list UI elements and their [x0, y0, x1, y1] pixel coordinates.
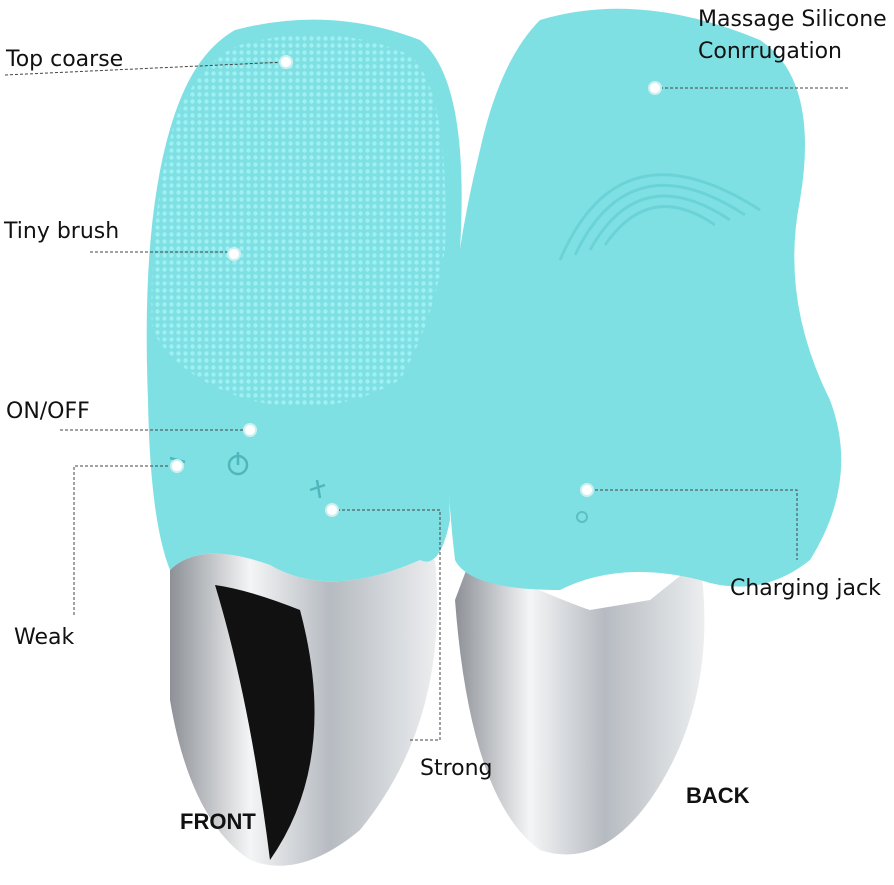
- label-on-off: ON/OFF: [6, 399, 90, 424]
- plus-icon: [309, 479, 326, 499]
- callout-dots: [170, 55, 662, 517]
- label-front: FRONT: [180, 809, 256, 834]
- label-charging-jack: Charging jack: [730, 576, 881, 601]
- label-tiny-brush: Tiny brush: [4, 219, 120, 244]
- leader-lines: [4, 61, 850, 741]
- label-top-coarse: Top coarse: [6, 47, 124, 72]
- back-device: [446, 8, 842, 855]
- front-device: [146, 19, 462, 866]
- label-massage-line2: Conrrugation: [698, 39, 842, 64]
- label-massage-line1: Massage Silicone: [698, 7, 887, 32]
- label-strong: Strong: [420, 756, 493, 781]
- label-back: BACK: [686, 783, 750, 808]
- charging-port-icon: [576, 511, 588, 523]
- label-weak: Weak: [14, 625, 75, 650]
